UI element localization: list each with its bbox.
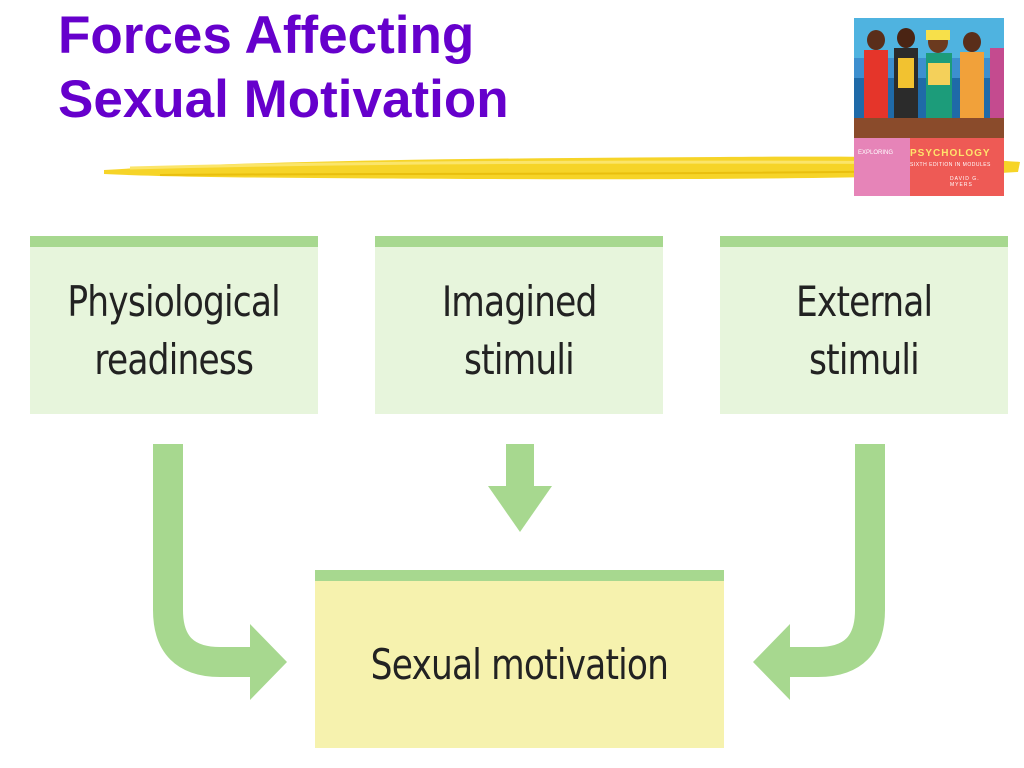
title-line-2: Sexual Motivation [58, 70, 509, 129]
source-box-external-stimuli: External stimuli [720, 236, 1008, 414]
title-underline-stroke [104, 156, 1020, 180]
slide-title: Forces Affecting Sexual Motivation [58, 4, 818, 132]
source-box-label-line-1: Physiological [67, 276, 281, 326]
book-edition-text: SIXTH EDITION IN MODULES [910, 162, 991, 168]
source-box-label-line-2: stimuli [809, 334, 920, 384]
book-title-text: PSYCHOLOGY [910, 148, 991, 159]
source-box-label-line-2: readiness [94, 334, 254, 384]
source-box-physiological-readiness: Physiological readiness [30, 236, 318, 414]
arrow-center-shaft [506, 444, 534, 488]
book-cover-image: EXPLORING PSYCHOLOGY SIXTH EDITION IN MO… [854, 18, 1004, 196]
arrow-left-elbow [153, 444, 252, 677]
title-line-1: Forces Affecting [58, 6, 475, 65]
source-box-imagined-stimuli: Imagined stimuli [375, 236, 663, 414]
outcome-box-label: Sexual motivation [370, 639, 669, 689]
source-box-label-line-1: External [795, 276, 933, 326]
arrow-right-elbow [786, 444, 885, 677]
book-series-text: EXPLORING [858, 150, 894, 156]
book-author-text: DAVID G. MYERS [950, 176, 980, 188]
arrow-center-head [488, 486, 552, 532]
source-box-label-line-2: stimuli [464, 334, 575, 384]
arrow-left-head [250, 624, 287, 700]
outcome-box-sexual-motivation: Sexual motivation [315, 570, 724, 748]
source-box-label-line-1: Imagined [441, 276, 597, 326]
book-cover-illustration [854, 18, 1004, 196]
arrow-right-head [753, 624, 790, 700]
